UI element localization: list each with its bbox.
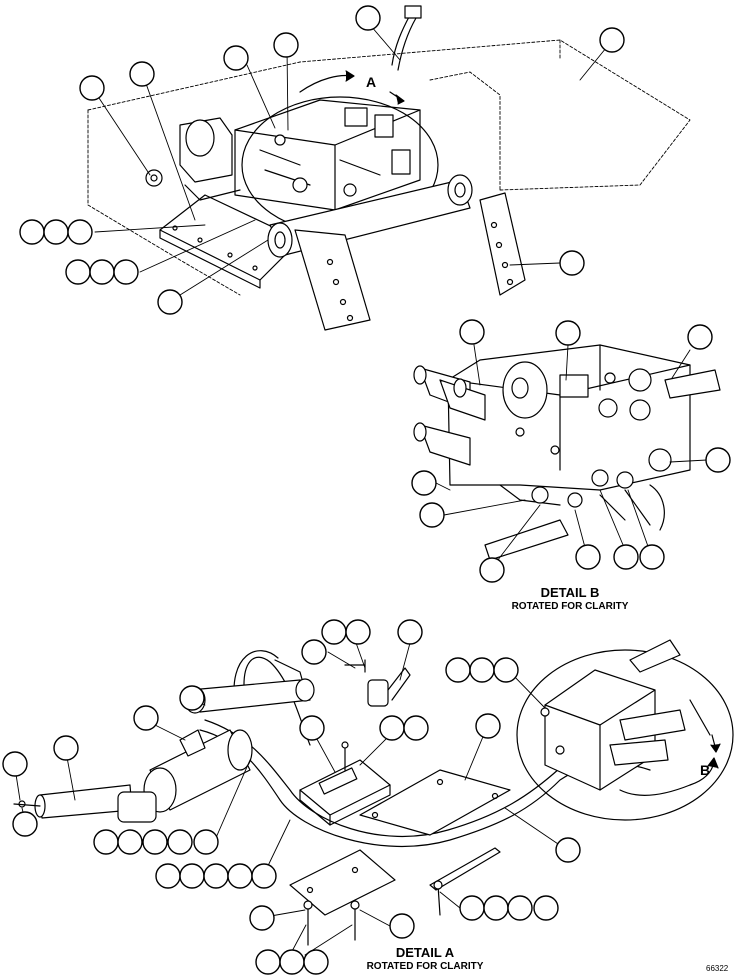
callout-circle — [203, 863, 229, 889]
callout-circle — [193, 829, 219, 855]
callouts-detail-b — [411, 319, 731, 583]
mounting-plate-lower — [289, 849, 396, 916]
view-arrow-a-label: A — [366, 74, 377, 90]
callout-circle — [299, 715, 325, 741]
callout-circle — [533, 895, 559, 921]
callout-circle — [67, 219, 93, 245]
callout-circle — [157, 289, 183, 315]
callout-circle — [705, 447, 731, 473]
figure-number: 66322 — [706, 964, 729, 973]
sensor-connector — [344, 659, 411, 707]
callout-circle — [89, 259, 115, 285]
view-arrow-b — [689, 734, 721, 786]
harness-connector-top — [391, 5, 422, 71]
view-arrow-b-label: B — [700, 762, 711, 778]
callout-circle — [12, 811, 38, 837]
callout-circle — [129, 61, 155, 87]
callout-circle — [479, 557, 505, 583]
callout-circle — [613, 544, 639, 570]
callout-circle — [483, 895, 509, 921]
callout-circle — [93, 829, 119, 855]
callout-circle — [411, 470, 437, 496]
callout-circle — [469, 657, 495, 683]
callout-circle — [142, 829, 168, 855]
callout-circle — [379, 715, 405, 741]
callout-circle — [19, 219, 45, 245]
left-mount-bracket — [179, 117, 241, 201]
callout-circle — [249, 905, 275, 931]
callout-circle — [475, 713, 501, 739]
callout-circle — [459, 895, 485, 921]
callout-circle — [687, 324, 713, 350]
callout-circle — [133, 705, 159, 731]
callout-circle — [575, 544, 601, 570]
callout-circle — [273, 32, 299, 58]
detail-a-assembly — [2, 619, 734, 975]
callout-circle — [555, 320, 581, 346]
mount-plate-left — [294, 229, 371, 331]
callout-circle — [251, 863, 277, 889]
lock-nut — [145, 169, 163, 187]
callout-circle — [53, 735, 79, 761]
valve-block-detail-a — [540, 639, 711, 796]
callout-circle — [355, 5, 381, 31]
callout-circle — [113, 259, 139, 285]
callout-circle — [179, 863, 205, 889]
callout-circle — [65, 259, 91, 285]
callout-circle — [507, 895, 533, 921]
detail-b-valve-block — [411, 319, 731, 583]
callout-circle — [345, 619, 371, 645]
detail-a-title: DETAIL A — [395, 945, 455, 960]
vehicle-body-outline — [87, 39, 691, 296]
pump-motor — [143, 678, 315, 813]
callout-circle — [599, 27, 625, 53]
drive-shaft — [13, 784, 157, 823]
mounting-strap — [429, 847, 501, 891]
bolts — [303, 741, 443, 946]
callout-circle — [445, 657, 471, 683]
callout-circle — [155, 863, 181, 889]
callout-circle — [255, 949, 281, 975]
callout-circle — [2, 751, 28, 777]
detail-b-highlight-circle — [516, 649, 734, 821]
callout-circle — [321, 619, 347, 645]
callout-circle — [403, 715, 429, 741]
main-assembly — [19, 5, 691, 331]
callout-circle — [79, 75, 105, 101]
callout-circle — [639, 544, 665, 570]
callout-circle — [167, 829, 193, 855]
callout-circle — [555, 837, 581, 863]
callout-circle — [493, 657, 519, 683]
callout-circle — [279, 949, 305, 975]
callout-circle — [227, 863, 253, 889]
view-arrow-a — [299, 70, 405, 105]
callouts-main — [19, 5, 625, 315]
detail-b-subtitle: ROTATED FOR CLARITY — [511, 601, 629, 612]
mounting-plate-upper — [359, 769, 511, 836]
callout-circle — [117, 829, 143, 855]
leader-lines-main — [94, 25, 607, 301]
callout-circle — [559, 250, 585, 276]
callout-circle — [301, 639, 327, 665]
callout-circle — [223, 45, 249, 71]
control-module — [299, 759, 391, 826]
callout-circle — [303, 949, 329, 975]
callouts-detail-a — [2, 619, 581, 975]
callout-circle — [459, 319, 485, 345]
detail-b-title: DETAIL B — [540, 585, 600, 600]
callout-circle — [43, 219, 69, 245]
callout-circle — [397, 619, 423, 645]
mount-plate-right — [479, 192, 526, 296]
callout-circle — [419, 502, 445, 528]
detail-a-subtitle: ROTATED FOR CLARITY — [366, 961, 484, 972]
callout-circle — [389, 913, 415, 939]
valve-block-main — [234, 99, 421, 211]
callout-circle — [179, 685, 205, 711]
